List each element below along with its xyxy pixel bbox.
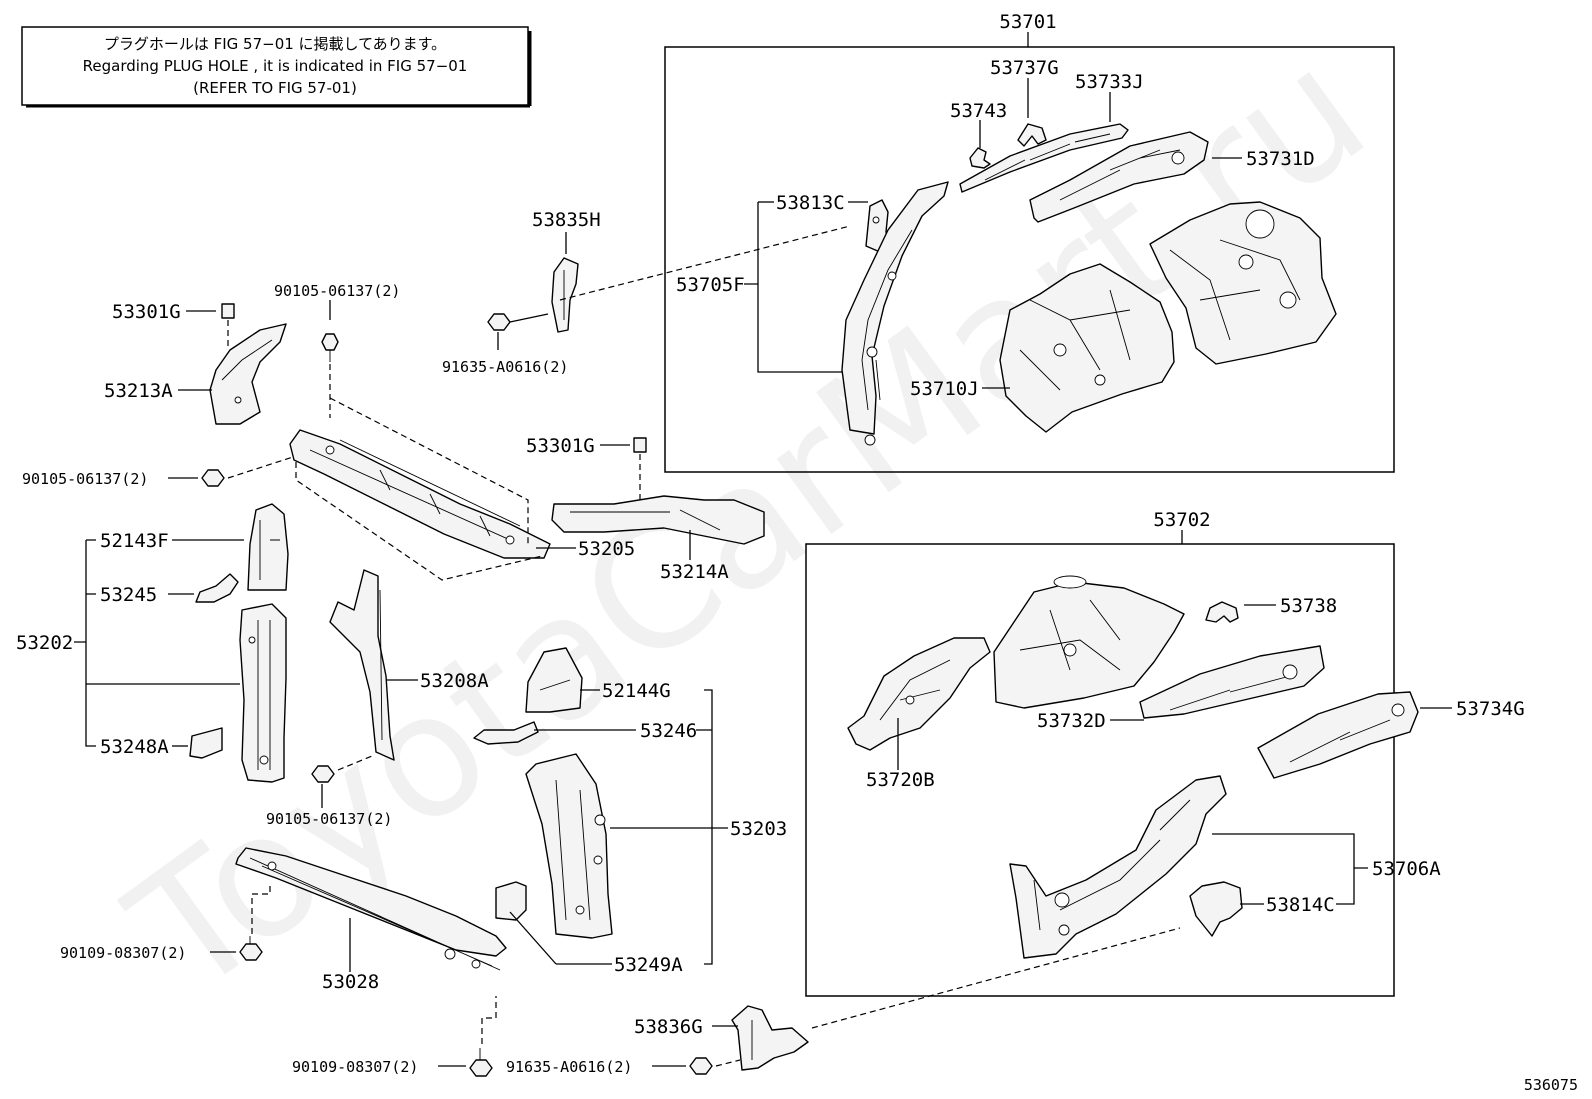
label-52143F: 52143F bbox=[100, 530, 169, 552]
bolt-90105-bot: 90105-06137(2) bbox=[266, 755, 392, 828]
plug-hole-note: プラグホールは FIG 57−01 に掲載してあります。 Regarding P… bbox=[21, 26, 532, 108]
part-53731D: 53731D bbox=[1029, 131, 1315, 223]
part-53301G-left: 53301G bbox=[112, 301, 235, 348]
label-53213A: 53213A bbox=[104, 380, 173, 402]
part-strut-tower-53701 bbox=[1149, 201, 1337, 365]
part-53813C: 53813C bbox=[776, 192, 891, 253]
bolt-90109-left: 90109-08307(2) bbox=[60, 884, 271, 962]
label-53706A: 53706A bbox=[1372, 858, 1441, 880]
bolt-90105-top: 90105-06137(2) bbox=[274, 282, 400, 418]
part-53213A: 53213A bbox=[104, 323, 287, 425]
label-53731D: 53731D bbox=[1246, 148, 1315, 170]
note-line-1: プラグホールは FIG 57−01 に掲載してあります。 bbox=[104, 35, 446, 53]
label-53248A: 53248A bbox=[100, 736, 169, 758]
label-53202: 53202 bbox=[16, 632, 73, 654]
label-90105-top: 90105-06137(2) bbox=[274, 282, 400, 300]
group-53701-frame: 53701 bbox=[664, 11, 1395, 473]
label-53028: 53028 bbox=[322, 971, 379, 993]
label-53214A: 53214A bbox=[660, 561, 729, 583]
part-53706A: 53706A bbox=[1009, 775, 1441, 959]
part-53249A: 53249A bbox=[495, 881, 683, 976]
part-53835H: 53835H bbox=[532, 209, 851, 333]
part-53245: 53245 bbox=[100, 573, 239, 606]
label-53710J: 53710J bbox=[910, 378, 979, 400]
part-53208A: 53208A bbox=[329, 569, 489, 761]
part-strut-tower-53702 bbox=[993, 575, 1185, 709]
label-53733J: 53733J bbox=[1075, 71, 1144, 93]
note-line-2: Regarding PLUG HOLE , it is indicated in… bbox=[83, 57, 468, 75]
group-53702-frame: 53702 bbox=[805, 509, 1395, 997]
bracket-53203: 53203 bbox=[610, 689, 787, 965]
figure-id: 536075 bbox=[1524, 1076, 1578, 1094]
bolt-90109-bot: 90109-08307(2) bbox=[292, 996, 497, 1077]
label-53732D: 53732D bbox=[1037, 710, 1106, 732]
bolt-91635-top: 91635-A0616(2) bbox=[442, 313, 568, 376]
label-90109-bot: 90109-08307(2) bbox=[292, 1058, 418, 1076]
label-52144G: 52144G bbox=[602, 680, 671, 702]
label-90105-bot: 90105-06137(2) bbox=[266, 810, 392, 828]
label-53205: 53205 bbox=[578, 538, 635, 560]
part-53246: 53246 bbox=[473, 720, 697, 745]
label-53702: 53702 bbox=[1153, 509, 1210, 531]
part-53814C: 53814C bbox=[1189, 881, 1335, 937]
label-53734G: 53734G bbox=[1456, 698, 1525, 720]
label-53246: 53246 bbox=[640, 720, 697, 742]
label-53249A: 53249A bbox=[614, 954, 683, 976]
label-53203: 53203 bbox=[730, 818, 787, 840]
label-53301G-left: 53301G bbox=[112, 301, 181, 323]
label-91635-top: 91635-A0616(2) bbox=[442, 358, 568, 376]
label-53705F: 53705F bbox=[676, 274, 745, 296]
label-53701: 53701 bbox=[999, 11, 1056, 33]
part-53732D: 53732D bbox=[1037, 645, 1325, 732]
part-53203-pillar bbox=[525, 753, 613, 939]
part-53733J: 53733J bbox=[959, 71, 1144, 193]
part-52143F: 52143F bbox=[100, 503, 289, 591]
part-53205: 53205 bbox=[289, 397, 635, 581]
part-53836G: 53836G bbox=[634, 927, 1181, 1071]
label-53301G-mid: 53301G bbox=[526, 435, 595, 457]
label-53835H: 53835H bbox=[532, 209, 601, 231]
label-53245: 53245 bbox=[100, 584, 157, 606]
part-53710J: 53710J bbox=[910, 263, 1175, 433]
bolt-90105-left: 90105-06137(2) bbox=[22, 455, 297, 488]
part-53737G: 53737G bbox=[990, 57, 1059, 147]
label-90105-left: 90105-06137(2) bbox=[22, 470, 148, 488]
label-53813C: 53813C bbox=[776, 192, 845, 214]
bracket-53202: 53202 bbox=[16, 539, 240, 747]
label-90109-left: 90109-08307(2) bbox=[60, 944, 186, 962]
part-53214A: 53214A bbox=[551, 495, 765, 583]
part-53738: 53738 bbox=[1205, 595, 1337, 623]
note-line-3: (REFER TO FIG 57-01) bbox=[193, 79, 357, 97]
label-53836G: 53836G bbox=[634, 1016, 703, 1038]
part-53705F: 53705F bbox=[676, 181, 949, 446]
label-53743: 53743 bbox=[950, 100, 1007, 122]
part-53743: 53743 bbox=[950, 100, 1007, 169]
label-53720B: 53720B bbox=[866, 769, 935, 791]
label-53208A: 53208A bbox=[420, 670, 489, 692]
part-53734G: 53734G bbox=[1257, 691, 1525, 779]
label-91635-bot: 91635-A0616(2) bbox=[506, 1058, 632, 1076]
part-53720B: 53720B bbox=[847, 637, 991, 791]
part-53202-pillar bbox=[239, 603, 287, 783]
part-52144G: 52144G bbox=[525, 647, 671, 713]
label-53738: 53738 bbox=[1280, 595, 1337, 617]
label-53814C: 53814C bbox=[1266, 894, 1335, 916]
part-53028: 53028 bbox=[235, 847, 507, 993]
part-53248A: 53248A bbox=[100, 727, 223, 759]
label-53737G: 53737G bbox=[990, 57, 1059, 79]
bolt-91635-bot: 91635-A0616(2) bbox=[506, 1057, 741, 1076]
part-53301G-mid: 53301G bbox=[526, 435, 647, 506]
